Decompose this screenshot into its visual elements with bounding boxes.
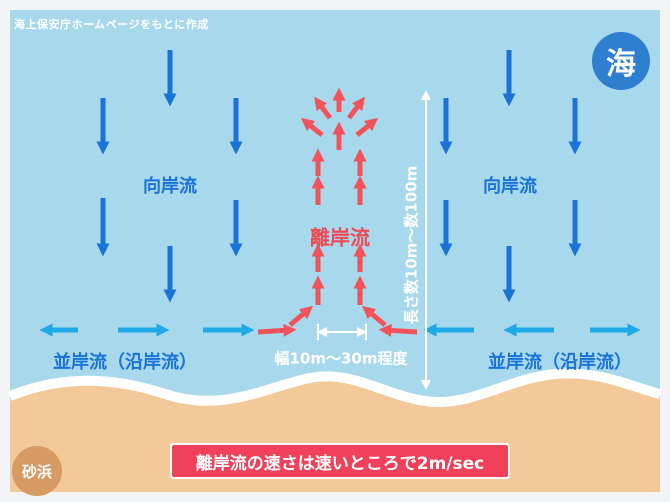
rip-arrow <box>347 96 365 120</box>
longshore-current-label-right: 並岸流（沿岸流） <box>488 352 632 373</box>
length-note: 長さ数10m〜数100m <box>402 165 421 325</box>
rip-arrow <box>300 117 324 137</box>
rip-arrow <box>362 305 387 327</box>
width-dimension-marker <box>317 324 367 340</box>
onshore-current-label-right: 向岸流 <box>483 176 537 197</box>
onshore-current-label-left: 向岸流 <box>143 176 197 197</box>
rip-arrow <box>288 305 313 327</box>
rip-arrow <box>314 96 332 120</box>
longshore-current-label-left: 並岸流（沿岸流） <box>53 352 197 373</box>
rip-arrow <box>257 323 297 337</box>
wave-foam <box>8 368 662 408</box>
onshore-arrows-right <box>439 50 582 303</box>
sea-area <box>10 10 660 430</box>
rip-current-label: 離岸流 <box>310 225 370 250</box>
speed-note-box: 離岸流の速さは速いところで2m/sec <box>170 443 510 479</box>
width-note: 幅10m〜30m程度 <box>274 349 408 368</box>
sand-badge: 砂浜 <box>12 446 62 496</box>
rip-arrow <box>378 323 418 337</box>
onshore-arrows-left <box>96 50 243 303</box>
sea-badge: 海 <box>592 32 650 90</box>
rip-current-arrows <box>257 87 418 337</box>
source-note: 海上保安庁ホームページをもとに作成 <box>14 18 209 31</box>
rip-arrow <box>355 117 379 137</box>
